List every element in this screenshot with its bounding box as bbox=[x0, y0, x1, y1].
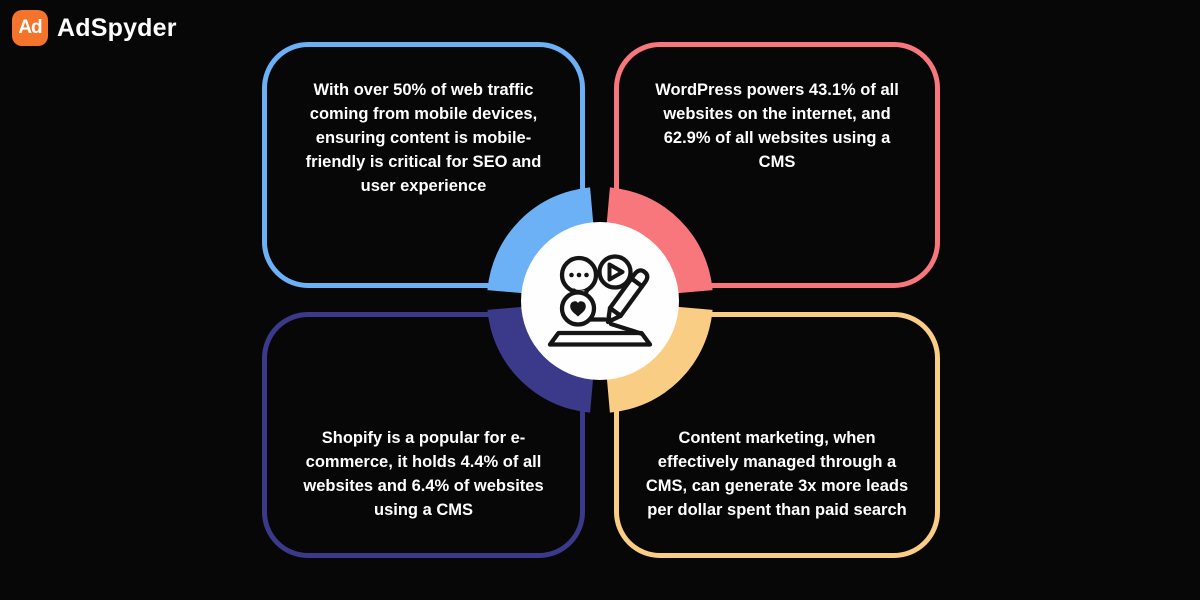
brand-logo: Ad AdSpyder bbox=[12, 10, 177, 46]
card-wordpress-share: WordPress powers 43.1% of all websites o… bbox=[614, 42, 940, 288]
card-shopify-share-text: Shopify is a popular for e- commerce, it… bbox=[303, 429, 544, 519]
card-mobile-traffic-text: With over 50% of web traffic coming from… bbox=[305, 81, 542, 195]
card-mobile-traffic: With over 50% of web traffic coming from… bbox=[262, 42, 585, 288]
brand-name: AdSpyder bbox=[57, 13, 177, 42]
card-shopify-share: Shopify is a popular for e- commerce, it… bbox=[262, 312, 585, 558]
adspyder-logo-icon: Ad bbox=[12, 10, 48, 46]
card-content-marketing-text: Content marketing, when effectively mana… bbox=[645, 429, 909, 519]
card-wordpress-share-text: WordPress powers 43.1% of all websites o… bbox=[655, 81, 899, 171]
card-content-marketing: Content marketing, when effectively mana… bbox=[614, 312, 940, 558]
